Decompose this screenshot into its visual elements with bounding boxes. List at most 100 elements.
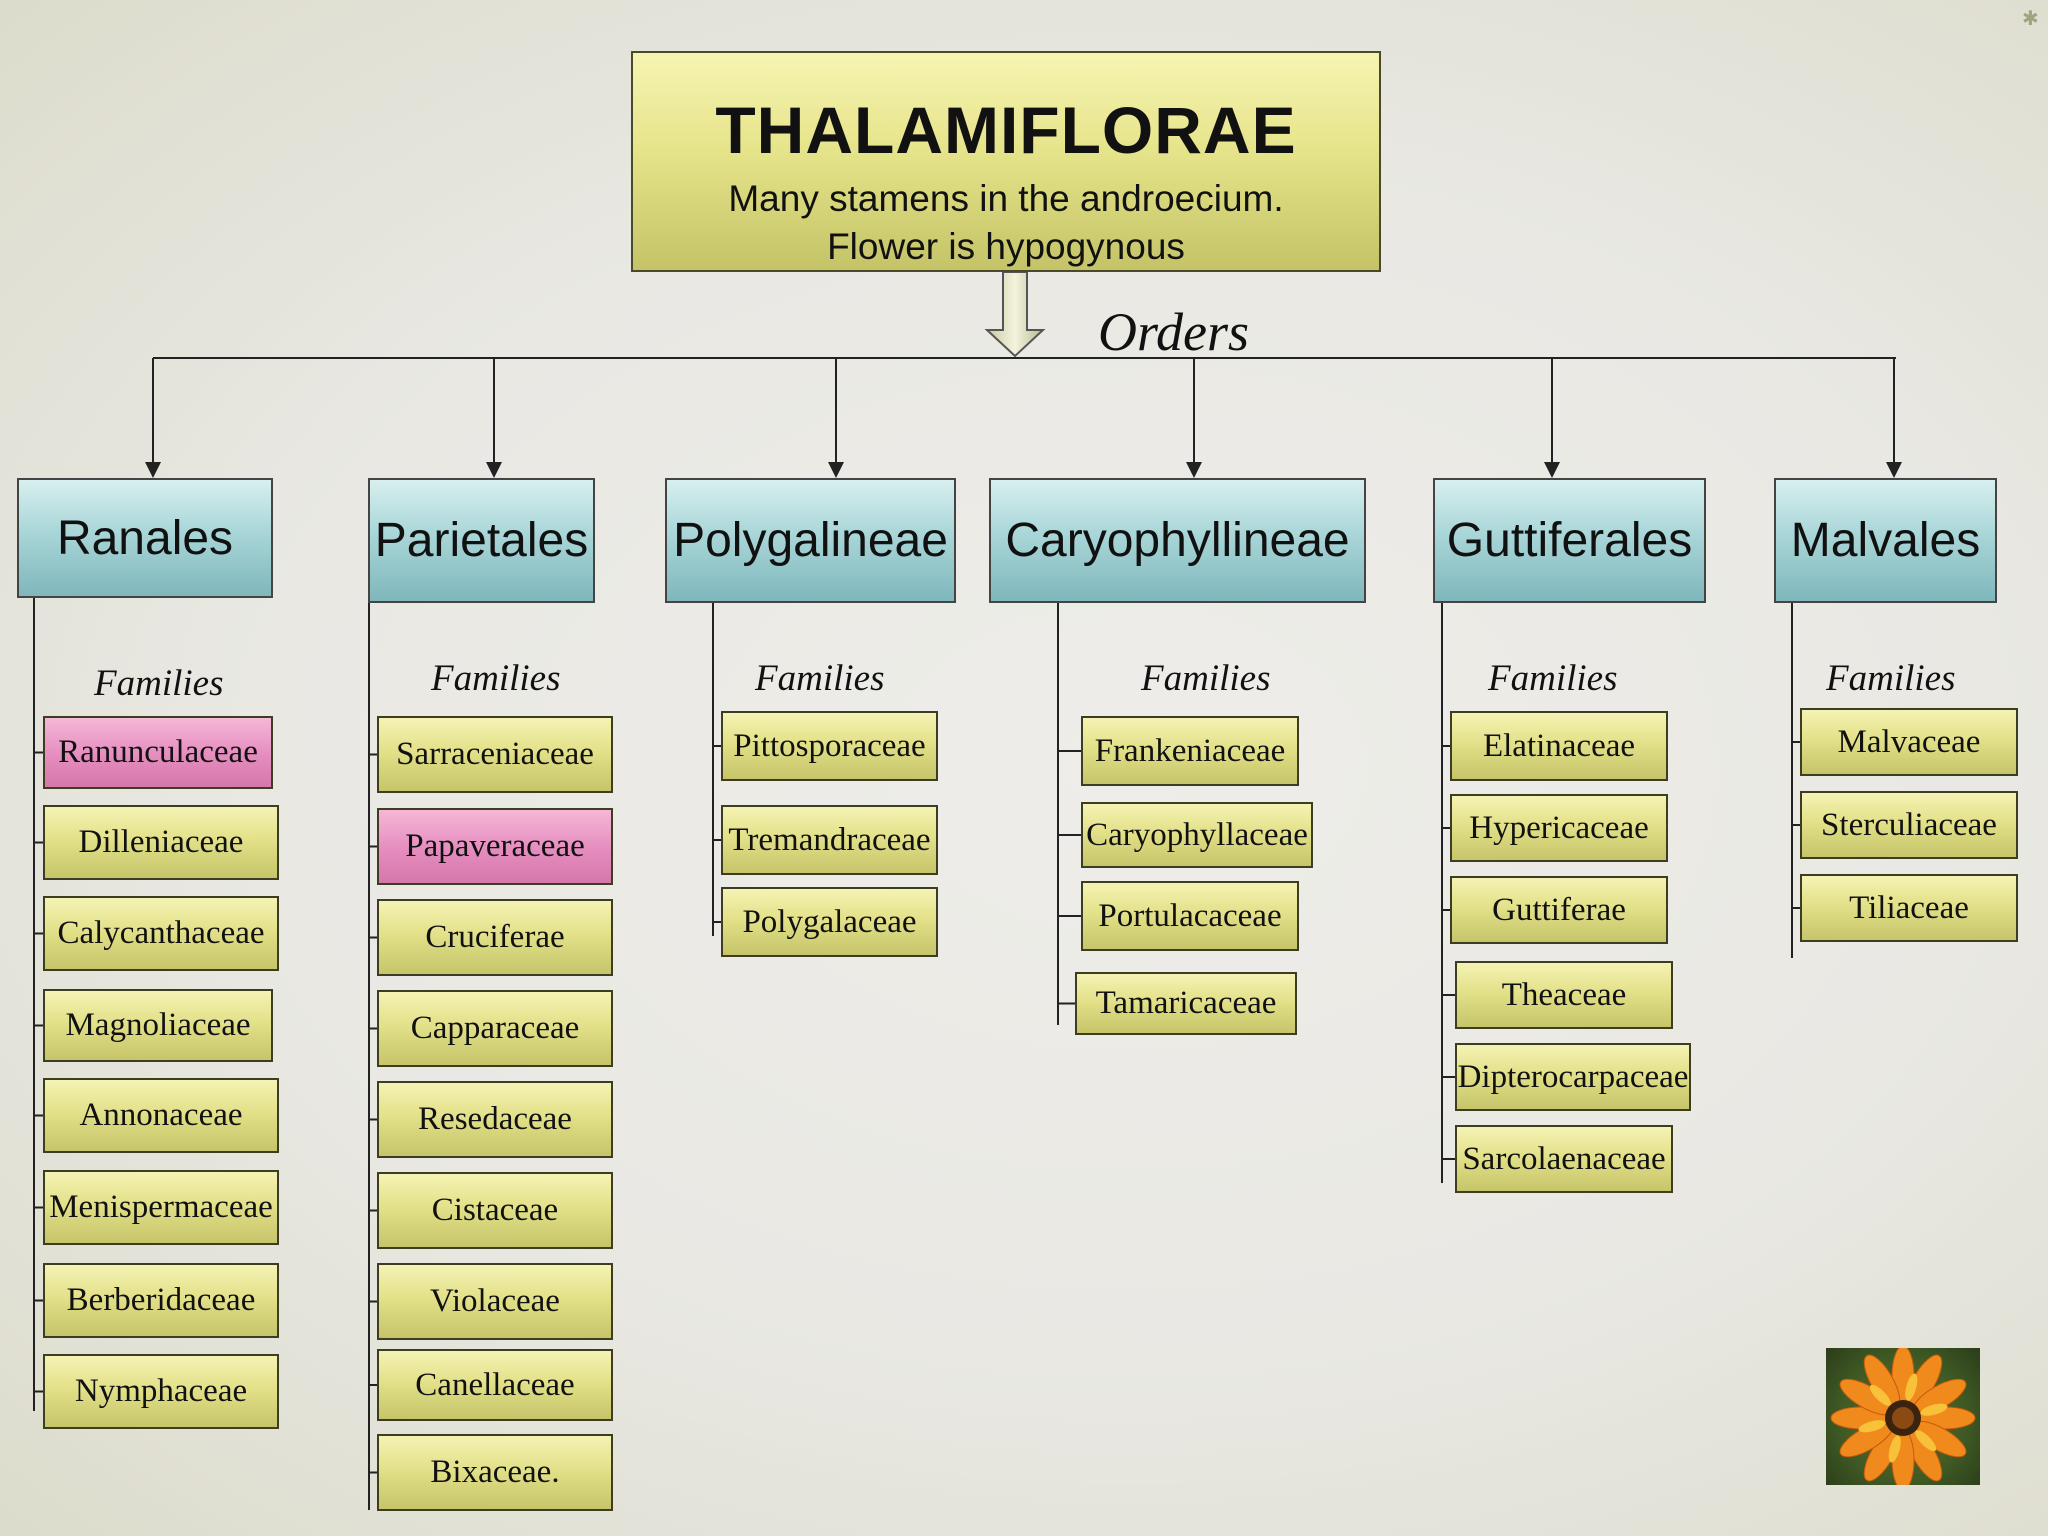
- family-label: Pittosporaceae: [733, 727, 926, 764]
- family-label: Frankeniaceae: [1094, 732, 1286, 769]
- order-caryophyllineae: Caryophyllineae: [989, 478, 1366, 603]
- family-label: Portulacaceae: [1098, 897, 1282, 934]
- family-label: Magnoliaceae: [65, 1007, 251, 1043]
- family-polygalaceae: Polygalaceae: [721, 887, 938, 957]
- arrowhead-malvales-icon: [1886, 462, 1902, 478]
- family-label: Malvaceae: [1837, 723, 1981, 760]
- family-label: Resedaceae: [418, 1101, 572, 1137]
- family-label: Cruciferae: [425, 919, 565, 955]
- family-label: Calycanthaceae: [57, 915, 265, 951]
- family-label: Polygalaceae: [742, 903, 917, 940]
- family-label: Nymphaceae: [74, 1373, 248, 1409]
- family-violaceae: Violaceae: [377, 1263, 613, 1340]
- arrowhead-caryophyllineae-icon: [1186, 462, 1202, 478]
- order-parietales: Parietales: [368, 478, 595, 603]
- family-label: Papaveraceae: [405, 828, 585, 864]
- family-label: Dilleniaceae: [78, 824, 244, 860]
- flower-photo: [1826, 1348, 1980, 1485]
- family-menispermaceae: Menispermaceae: [43, 1170, 279, 1245]
- family-tamaricaceae: Tamaricaceae: [1075, 972, 1297, 1035]
- family-canellaceae: Canellaceae: [377, 1349, 613, 1421]
- family-label: Menispermaceae: [49, 1189, 273, 1225]
- family-label: Hypericaceae: [1469, 809, 1649, 846]
- family-label: Cistaceae: [431, 1192, 559, 1228]
- families-label: Families: [431, 658, 561, 699]
- order-guttiferales: Guttiferales: [1433, 478, 1706, 603]
- title-box: THALAMIFLORAE Many stamens in the androe…: [631, 51, 1381, 272]
- order-label: Caryophyllineae: [1005, 514, 1350, 567]
- family-malvaceae: Malvaceae: [1800, 708, 2018, 776]
- family-tremandraceae: Tremandraceae: [721, 805, 938, 875]
- family-label: Tremandraceae: [728, 821, 931, 858]
- order-label: Polygalineae: [673, 514, 948, 567]
- order-malvales: Malvales: [1774, 478, 1997, 603]
- family-label: Dipterocarpaceae: [1457, 1058, 1689, 1095]
- families-label: Families: [94, 663, 224, 704]
- family-hypericaceae: Hypericaceae: [1450, 794, 1668, 862]
- family-papaveraceae: Papaveraceae: [377, 808, 613, 885]
- title-line-2: Flower is hypogynous: [827, 226, 1185, 267]
- family-berberidaceae: Berberidaceae: [43, 1263, 279, 1338]
- family-pittosporaceae: Pittosporaceae: [721, 711, 938, 781]
- order-polygalineae: Polygalineae: [665, 478, 956, 603]
- page-title: THALAMIFLORAE: [715, 93, 1297, 167]
- family-label: Capparaceae: [410, 1010, 580, 1046]
- family-theaceae: Theaceae: [1455, 961, 1673, 1029]
- family-label: Violaceae: [430, 1283, 560, 1319]
- order-label: Ranales: [56, 511, 234, 565]
- family-label: Sterculiaceae: [1821, 806, 1997, 843]
- family-label: Sarraceniaceae: [396, 736, 594, 772]
- families-label: Families: [755, 658, 885, 699]
- family-sarraceniaceae: Sarraceniaceae: [377, 716, 613, 793]
- arrowhead-parietales-icon: [486, 462, 502, 478]
- order-label: Parietales: [374, 514, 589, 567]
- family-capparaceae: Capparaceae: [377, 990, 613, 1067]
- family-sarcolaenaceae: Sarcolaenaceae: [1455, 1125, 1673, 1193]
- family-frankeniaceae: Frankeniaceae: [1081, 716, 1299, 786]
- family-cruciferae: Cruciferae: [377, 899, 613, 976]
- family-caryophyllaceae: Caryophyllaceae: [1081, 802, 1313, 868]
- family-label: Guttiferae: [1492, 891, 1626, 928]
- family-label: Berberidaceae: [66, 1282, 256, 1318]
- family-tiliaceae: Tiliaceae: [1800, 874, 2018, 942]
- order-label: Malvales: [1790, 514, 1981, 567]
- family-sterculiaceae: Sterculiaceae: [1800, 791, 2018, 859]
- corner-decoration-icon: ✱: [2022, 6, 2039, 30]
- family-resedaceae: Resedaceae: [377, 1081, 613, 1158]
- family-elatinaceae: Elatinaceae: [1450, 711, 1668, 781]
- family-cistaceae: Cistaceae: [377, 1172, 613, 1249]
- title-line-1: Many stamens in the androecium.: [728, 178, 1284, 219]
- families-label: Families: [1141, 658, 1271, 699]
- family-label: Tiliaceae: [1849, 889, 1969, 926]
- family-ranunculaceae: Ranunculaceae: [43, 716, 273, 789]
- family-magnoliaceae: Magnoliaceae: [43, 989, 273, 1062]
- family-calycanthaceae: Calycanthaceae: [43, 896, 279, 971]
- family-bixaceae: Bixaceae.: [377, 1434, 613, 1511]
- arrowhead-ranales-icon: [145, 462, 161, 478]
- families-label: Families: [1488, 658, 1618, 699]
- arrowhead-polygalineae-icon: [828, 462, 844, 478]
- family-label: Bixaceae.: [430, 1454, 560, 1490]
- down-arrow-icon: [984, 271, 1046, 358]
- family-label: Elatinaceae: [1482, 727, 1636, 764]
- family-nymphaceae: Nymphaceae: [43, 1354, 279, 1429]
- arrowhead-guttiferales-icon: [1544, 462, 1560, 478]
- orders-label: Orders: [1098, 302, 1250, 362]
- order-ranales: Ranales: [17, 478, 273, 598]
- family-label: Sarcolaenaceae: [1462, 1140, 1666, 1177]
- family-label: Annonaceae: [79, 1097, 243, 1133]
- family-label: Theaceae: [1501, 976, 1627, 1013]
- family-label: Tamaricaceae: [1095, 985, 1277, 1021]
- family-dipterocarpaceae: Dipterocarpaceae: [1455, 1043, 1691, 1111]
- family-label: Canellaceae: [415, 1366, 575, 1403]
- family-label: Caryophyllaceae: [1086, 816, 1308, 853]
- order-label: Guttiferales: [1446, 514, 1693, 567]
- family-label: Ranunculaceae: [58, 734, 258, 770]
- flower-icon: [1830, 1348, 1976, 1485]
- family-annonaceae: Annonaceae: [43, 1078, 279, 1153]
- family-guttiferae: Guttiferae: [1450, 876, 1668, 944]
- families-label: Families: [1826, 658, 1956, 699]
- family-portulacaceae: Portulacaceae: [1081, 881, 1299, 951]
